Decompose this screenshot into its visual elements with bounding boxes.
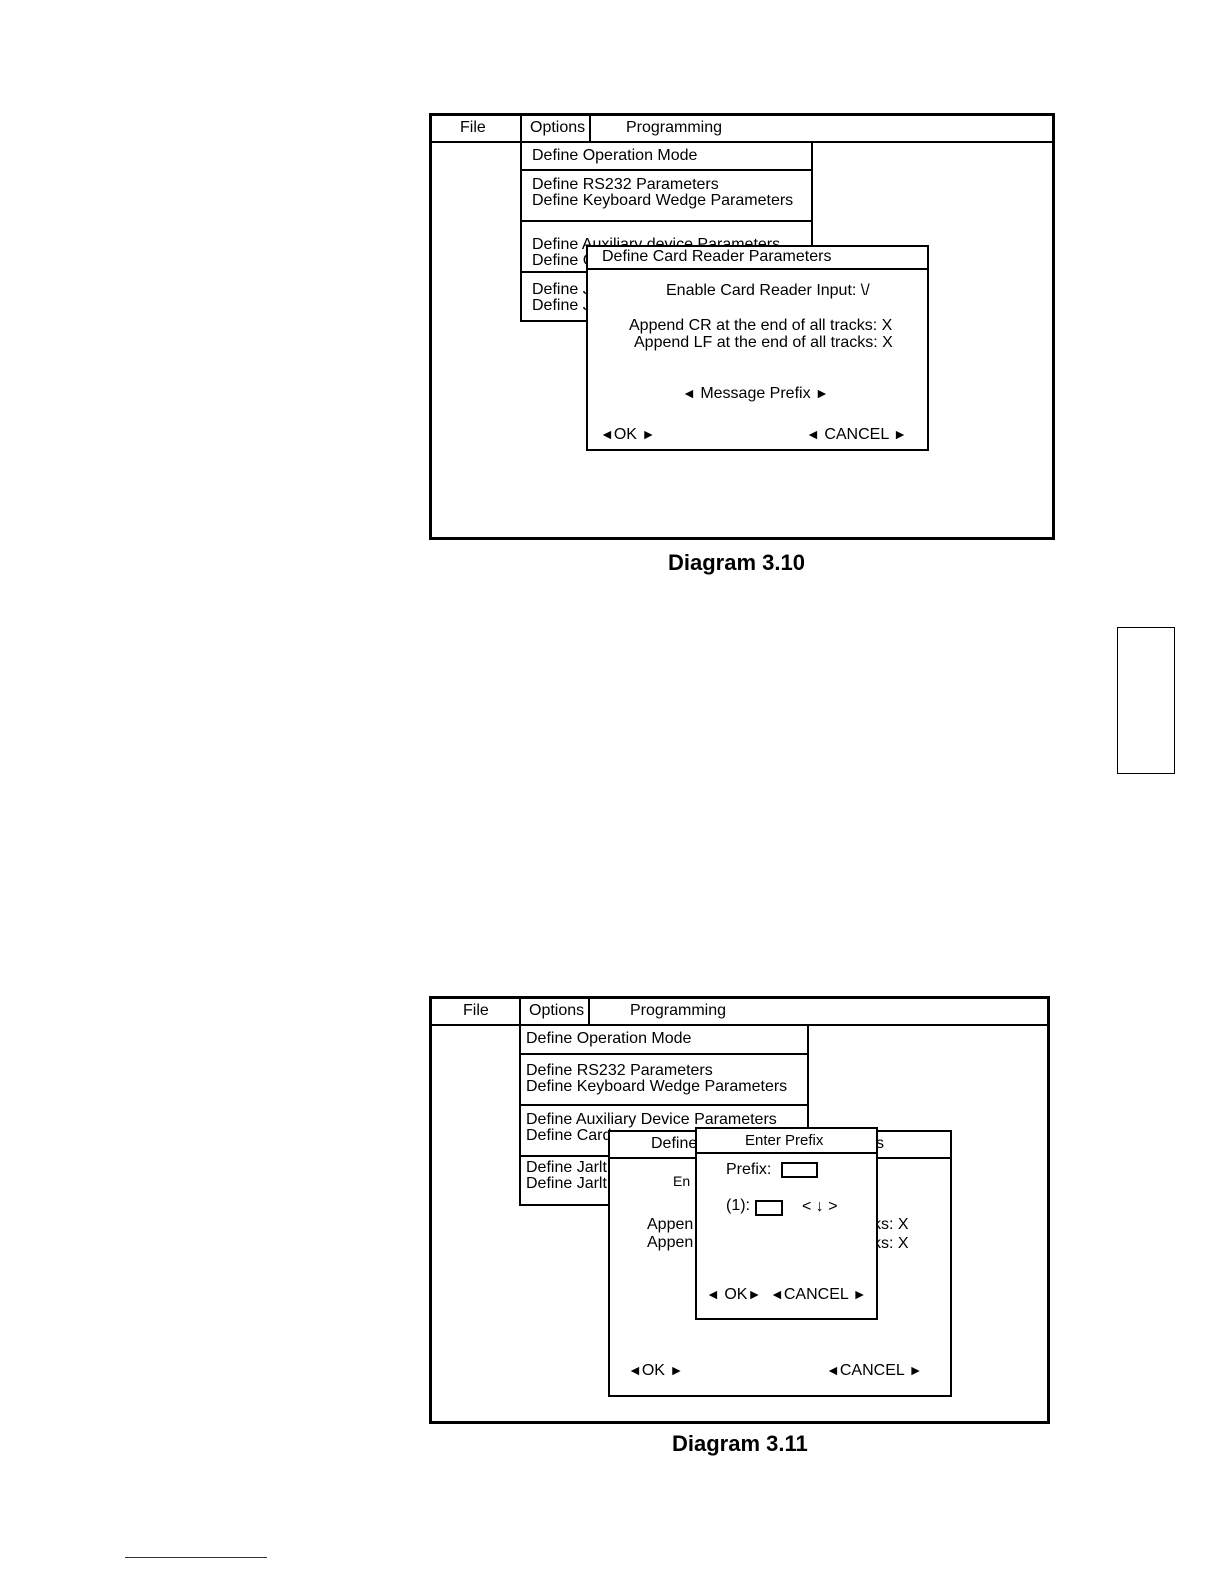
right-arrow-icon: ►: [893, 426, 907, 442]
right-arrow-icon: ►: [908, 1362, 923, 1378]
menu-item-rs232-1[interactable]: Define RS232 Parameters: [532, 176, 719, 193]
right-arrow-icon: ►: [852, 1286, 867, 1302]
append-lf-label-1[interactable]: Append LF at the end of all tracks: X: [634, 334, 893, 351]
prefix-ok-button[interactable]: ◄ OK►: [706, 1286, 761, 1303]
cancel-button-2[interactable]: ◄CANCEL ►: [826, 1362, 922, 1379]
diagram-caption-2: Diagram 3.11: [672, 1431, 808, 1456]
ok-label-1: OK: [613, 426, 637, 443]
append-cr-label-1[interactable]: Append CR at the end of all tracks: X: [629, 317, 893, 334]
left-arrow-icon: ◄: [706, 1286, 720, 1302]
menu-programming-2[interactable]: Programming: [630, 1002, 727, 1019]
enter-prefix-dialog: [695, 1127, 878, 1320]
menubar-sep-b-1: [589, 113, 591, 143]
append-lf-tail-2: ks: X: [873, 1235, 909, 1252]
left-arrow-icon: ◄: [628, 1362, 642, 1378]
prefix-cancel-button[interactable]: ◄CANCEL ►: [770, 1286, 866, 1303]
index-input[interactable]: [755, 1200, 783, 1216]
left-arrow-icon: ◄: [600, 426, 614, 442]
dialog-title-1: Define Card Reader Parameters: [602, 248, 832, 265]
right-arrow-icon: ►: [747, 1286, 762, 1302]
menu-file-2[interactable]: File: [463, 1002, 489, 1019]
menu-item-card-2[interactable]: Define Card: [526, 1127, 612, 1144]
dialog-title-divider-1: [586, 268, 929, 270]
append-cr-tail-2: ks: X: [873, 1216, 909, 1233]
dropdown-divider-a-1: [520, 169, 813, 171]
menu-item-j2-1[interactable]: Define J: [532, 297, 591, 314]
ok-button-2[interactable]: ◄OK ►: [628, 1362, 683, 1379]
menubar-sep-a-1: [520, 113, 522, 143]
message-prefix-button-1[interactable]: ◄ Message Prefix ►: [682, 385, 829, 402]
message-prefix-label-1: Message Prefix: [700, 385, 811, 402]
dropdown-divider-b-2: [519, 1104, 809, 1106]
dialog-title-left-2: Define: [651, 1135, 698, 1152]
index-label: (1):: [726, 1197, 750, 1214]
dialog-title-right-2: s: [876, 1135, 884, 1152]
prefix-title-divider: [695, 1152, 878, 1154]
left-arrow-icon: ◄: [826, 1362, 840, 1378]
append-lf-fragment-2: Appen: [647, 1234, 694, 1251]
prefix-dialog-title: Enter Prefix: [745, 1132, 824, 1149]
menu-item-auxiliary-2[interactable]: Define Auxiliary Device Parameters: [526, 1111, 777, 1128]
diagram-caption-1: Diagram 3.10: [668, 550, 805, 575]
menu-item-jarlt2-2[interactable]: Define Jarlt: [526, 1175, 607, 1192]
menu-item-keyboard-wedge-1[interactable]: Define Keyboard Wedge Parameters: [532, 192, 794, 209]
cancel-button-1[interactable]: ◄ CANCEL ►: [806, 426, 907, 443]
menu-item-rs232-2[interactable]: Define RS232 Parameters: [526, 1062, 713, 1079]
dropdown-divider-c-1: [520, 271, 590, 273]
prefix-ok-label: OK: [724, 1286, 748, 1303]
menu-item-j1-1[interactable]: Define J: [532, 281, 591, 298]
prefix-input[interactable]: [781, 1162, 818, 1178]
cancel-label-1: CANCEL: [824, 426, 889, 443]
menu-item-keyboard-wedge-2[interactable]: Define Keyboard Wedge Parameters: [526, 1078, 788, 1095]
ok-label-2: OK: [641, 1362, 665, 1379]
footer-link-underline[interactable]: [125, 1557, 267, 1558]
prefix-cancel-label: CANCEL: [783, 1286, 849, 1303]
menu-options-2[interactable]: Options: [529, 1002, 585, 1019]
cancel-label-2: CANCEL: [839, 1362, 905, 1379]
left-arrow-icon: ◄: [682, 385, 696, 401]
left-arrow-icon: ◄: [770, 1286, 784, 1302]
menu-options-1[interactable]: Options: [530, 119, 586, 136]
enable-label-fragment-2: En: [673, 1173, 691, 1189]
menu-item-operation-mode-1[interactable]: Define Operation Mode: [532, 147, 698, 164]
right-arrow-icon: ►: [815, 385, 829, 401]
prefix-label: Prefix:: [726, 1161, 772, 1178]
left-arrow-icon: ◄: [806, 426, 820, 442]
dropdown-divider-c-2: [519, 1155, 611, 1157]
menubar-sep-a-2: [519, 996, 521, 1026]
menu-item-jarlt1-2[interactable]: Define Jarlt: [526, 1159, 607, 1176]
ok-button-1[interactable]: ◄OK ►: [600, 426, 655, 443]
dropdown-divider-a-2: [519, 1053, 809, 1055]
menubar-sep-b-2: [588, 996, 590, 1026]
right-arrow-icon: ►: [669, 1362, 684, 1378]
card-reader-dialog-1: [586, 245, 929, 451]
index-navigation[interactable]: < ↓ >: [802, 1198, 838, 1215]
menu-item-card-1[interactable]: Define C: [532, 252, 595, 269]
menu-programming-1[interactable]: Programming: [626, 119, 723, 136]
dropdown-divider-b-1: [520, 220, 813, 222]
menu-file-1[interactable]: File: [460, 119, 486, 136]
enable-card-reader-label-1[interactable]: Enable Card Reader Input: \/: [666, 282, 870, 299]
menu-item-operation-mode-2[interactable]: Define Operation Mode: [526, 1030, 692, 1047]
side-tab-marker: [1117, 627, 1175, 774]
append-cr-fragment-2: Appen: [647, 1216, 694, 1233]
right-arrow-icon: ►: [641, 426, 656, 442]
